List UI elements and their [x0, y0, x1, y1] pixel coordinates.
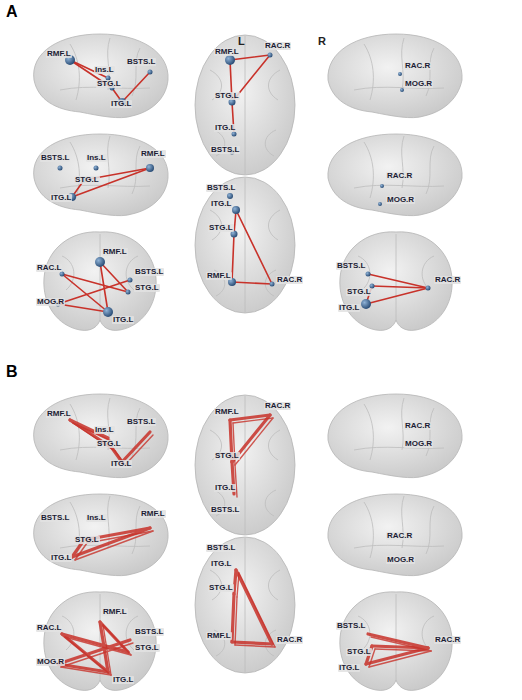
- region-label: STG.L: [208, 584, 234, 592]
- hemisphere-letter: R: [318, 36, 326, 47]
- region-label: BSTS.L: [126, 58, 156, 66]
- region-label: RAC.R: [404, 62, 431, 70]
- region-label: RMF.L: [206, 632, 232, 640]
- region-label: RAC.R: [386, 172, 413, 180]
- region-label: RAC.L: [36, 264, 62, 272]
- region-label: BSTS.L: [134, 268, 164, 276]
- region-label: RMF.L: [102, 608, 128, 616]
- panel-b-brains: [34, 394, 462, 690]
- region-label: RMF.L: [206, 272, 232, 280]
- region-label: STG.L: [74, 536, 100, 544]
- region-label: RMF.L: [214, 408, 240, 416]
- region-label: MOG.R: [36, 298, 65, 306]
- region-label: RAC.R: [276, 276, 303, 284]
- region-label: STG.L: [346, 288, 372, 296]
- region-label: STG.L: [214, 92, 240, 100]
- region-label: BSTS.L: [336, 262, 366, 270]
- hemisphere-letter: L: [238, 36, 245, 47]
- region-label: MOG.R: [36, 658, 65, 666]
- region-label: ITG.L: [210, 560, 232, 568]
- region-label: STG.L: [214, 452, 240, 460]
- region-label: ITG.L: [214, 124, 236, 132]
- region-label: ITG.L: [50, 554, 72, 562]
- region-label: STG.L: [134, 644, 160, 652]
- region-label: MOG.R: [404, 80, 433, 88]
- region-label: RAC.L: [36, 624, 62, 632]
- region-label: ITG.L: [338, 304, 360, 312]
- region-label: MOG.R: [404, 440, 433, 448]
- region-label: BSTS.L: [210, 506, 240, 514]
- region-label: RMF.L: [46, 410, 72, 418]
- region-label: STG.L: [134, 284, 160, 292]
- region-label: RAC.R: [276, 636, 303, 644]
- region-label: BSTS.L: [206, 544, 236, 552]
- region-label: STG.L: [208, 224, 234, 232]
- panel-a-brains: [34, 34, 462, 330]
- region-label: ITG.L: [110, 100, 132, 108]
- region-label: STG.L: [96, 80, 122, 88]
- panel-letter: B: [6, 364, 18, 380]
- region-label: Ins.L: [86, 154, 107, 162]
- panel-letter: A: [6, 4, 18, 20]
- region-label: RAC.R: [386, 532, 413, 540]
- region-label: RMF.L: [214, 48, 240, 56]
- region-label: STG.L: [346, 648, 372, 656]
- region-label: RMF.L: [46, 50, 72, 58]
- region-label: BSTS.L: [40, 154, 70, 162]
- region-label: BSTS.L: [210, 146, 240, 154]
- region-label: RAC.R: [434, 276, 461, 284]
- region-label: ITG.L: [338, 664, 360, 672]
- region-label: RAC.R: [404, 422, 431, 430]
- region-label: STG.L: [74, 176, 100, 184]
- region-label: RAC.R: [264, 402, 291, 410]
- region-label: STG.L: [96, 440, 122, 448]
- region-label: ITG.L: [210, 200, 232, 208]
- region-label: BSTS.L: [206, 184, 236, 192]
- region-label: RAC.R: [264, 42, 291, 50]
- region-label: ITG.L: [214, 484, 236, 492]
- region-label: Ins.L: [86, 514, 107, 522]
- region-label: ITG.L: [110, 460, 132, 468]
- region-label: RMF.L: [140, 150, 166, 158]
- region-label: ITG.L: [50, 194, 72, 202]
- region-label: BSTS.L: [126, 418, 156, 426]
- region-label: Ins.L: [94, 426, 115, 434]
- region-label: BSTS.L: [336, 622, 366, 630]
- region-label: ITG.L: [112, 316, 134, 324]
- region-label: MOG.R: [386, 556, 415, 564]
- region-label: BSTS.L: [40, 514, 70, 522]
- region-label: RMF.L: [140, 510, 166, 518]
- region-label: ITG.L: [112, 676, 134, 684]
- region-label: RMF.L: [102, 248, 128, 256]
- region-label: RAC.R: [434, 636, 461, 644]
- region-label: BSTS.L: [134, 628, 164, 636]
- region-label: MOG.R: [386, 196, 415, 204]
- region-label: Ins.L: [94, 66, 115, 74]
